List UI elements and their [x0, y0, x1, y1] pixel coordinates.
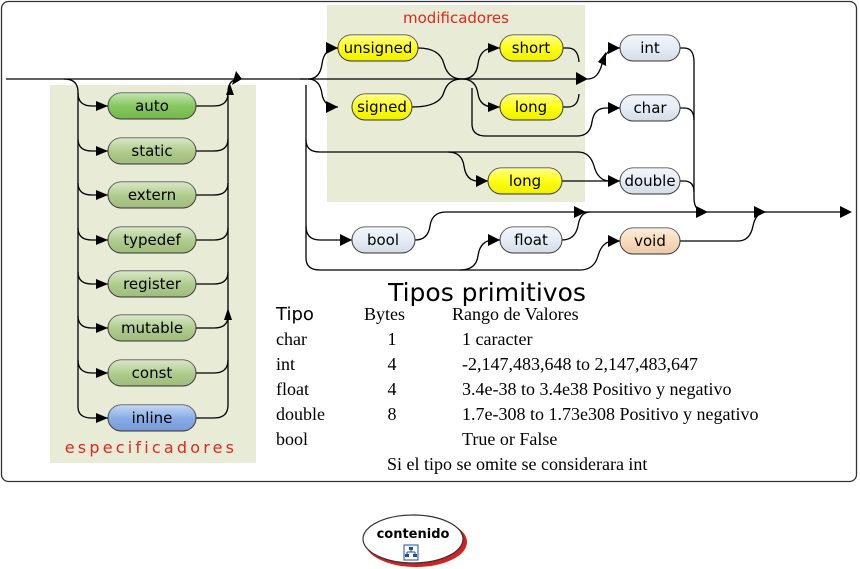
- specifier-const-label: const: [132, 364, 173, 382]
- table-cell-bytes: 1: [388, 329, 397, 349]
- type-float: float: [499, 226, 563, 254]
- table-title: Tipos primitivos: [387, 278, 586, 307]
- arrowheads: [96, 42, 852, 423]
- table-note: Si el tipo se omite se considerara int: [387, 454, 647, 474]
- modifier-long-double: long: [487, 167, 563, 195]
- table-cell-bytes: 8: [388, 404, 397, 424]
- especificadores-label: especificadores: [65, 438, 237, 457]
- specifier-auto-label: auto: [135, 97, 169, 115]
- specifier-mutable: mutable: [107, 314, 197, 342]
- specifier-register-label: register: [123, 275, 182, 293]
- table-cell-rango: 1 caracter: [462, 329, 532, 349]
- modifier-short-label: short: [512, 39, 551, 57]
- modifier-long: long: [499, 93, 564, 121]
- type-double: double: [619, 167, 681, 195]
- modifier-signed: signed: [351, 93, 413, 121]
- type-float-label: float: [514, 231, 548, 249]
- table-cell-rango: True or False: [462, 429, 557, 449]
- specifier-auto: auto: [107, 92, 197, 120]
- specifier-typedef: typedef: [107, 226, 197, 254]
- table-cell-rango: -2,147,483,648 to 2,147,483,647: [462, 354, 698, 374]
- modificadores-label: modificadores: [403, 9, 509, 27]
- table-cell-rango: 3.4e-38 to 3.4e38 Positivo y negativo: [462, 379, 731, 399]
- type-double-label: double: [624, 172, 675, 190]
- specifier-extern-label: extern: [128, 186, 176, 204]
- type-char-label: char: [633, 99, 667, 117]
- type-int: int: [619, 34, 681, 62]
- table-cell-bytes: 4: [388, 379, 397, 399]
- primitive-types-table: Tipo Bytes Rango de Valores char 1 1 caracter…: [275, 304, 758, 474]
- table-cell-tipo: float: [276, 379, 309, 399]
- table-cell-rango: 1.7e-308 to 1.73e308 Positivo y negativo: [462, 404, 758, 424]
- table-header-tipo: Tipo: [275, 304, 314, 325]
- specifier-inline-label: inline: [132, 409, 173, 427]
- specifier-extern: extern: [107, 181, 197, 209]
- type-bool-label: bool: [367, 231, 399, 249]
- table-cell-tipo: int: [276, 354, 295, 374]
- table-header-rango: Rango de Valores: [452, 304, 579, 324]
- specifier-const: const: [107, 359, 197, 387]
- specifier-register: register: [107, 270, 197, 298]
- table-cell-tipo: char: [276, 329, 307, 349]
- type-char: char: [619, 94, 681, 122]
- specifier-inline: inline: [107, 404, 197, 432]
- modifier-long-label: long: [515, 98, 547, 116]
- type-bool: bool: [351, 226, 416, 254]
- table-cell-tipo: bool: [276, 429, 308, 449]
- type-void-label: void: [634, 232, 666, 250]
- specifier-static-label: static: [131, 142, 172, 160]
- modifier-long-double-label: long: [509, 172, 541, 190]
- contenido-label: contenido: [377, 527, 450, 542]
- connector-lines: [6, 47, 846, 419]
- diagram-frame: [0, 0, 858, 483]
- specifier-mutable-label: mutable: [121, 319, 183, 337]
- modifier-unsigned-label: unsigned: [344, 39, 413, 57]
- specifier-static: static: [107, 137, 197, 165]
- type-int-label: int: [640, 39, 660, 57]
- type-void: void: [619, 227, 681, 255]
- modifier-signed-label: signed: [357, 98, 407, 116]
- table-cell-bytes: 4: [388, 354, 397, 374]
- contenido-button[interactable]: contenido: [362, 514, 467, 567]
- table-header-bytes: Bytes: [364, 304, 405, 324]
- modifier-unsigned: unsigned: [337, 34, 419, 62]
- sitemap-icon: [403, 544, 419, 561]
- specifier-typedef-label: typedef: [123, 231, 181, 249]
- table-cell-tipo: double: [276, 404, 325, 424]
- modifier-short: short: [499, 34, 564, 62]
